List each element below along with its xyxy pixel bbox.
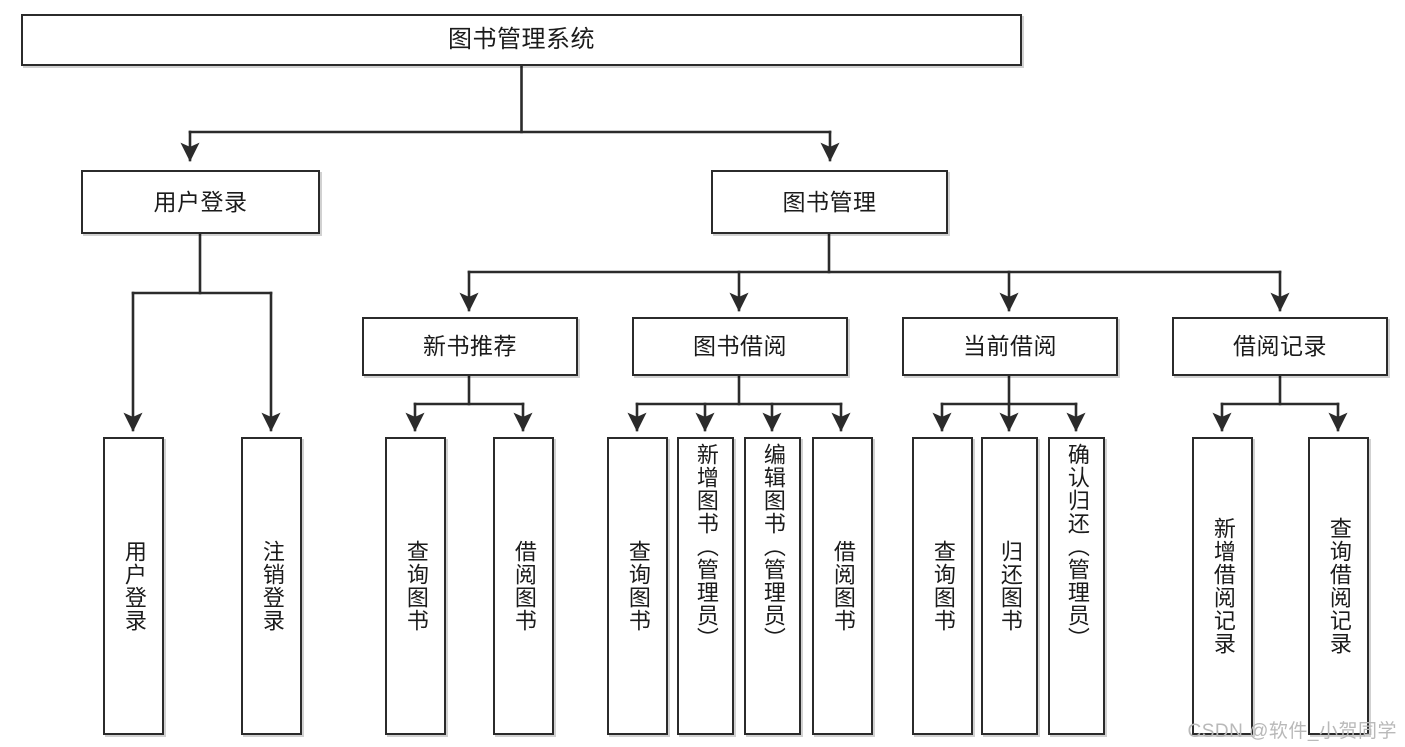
leaf-user-login[interactable]: 用户登录 (103, 437, 164, 735)
node-label: 确认归还（管理员） (1064, 443, 1090, 650)
leaf-query-book-current[interactable]: 查询图书 (912, 437, 973, 735)
node-label: 用户登录 (121, 540, 147, 632)
node-label: 归还图书 (997, 540, 1023, 632)
node-book-borrow[interactable]: 图书借阅 (632, 317, 848, 376)
node-label: 查询图书 (403, 540, 429, 632)
node-user-login[interactable]: 用户登录 (81, 170, 320, 234)
node-label: 借阅图书 (830, 540, 856, 632)
leaf-query-borrow-record[interactable]: 查询借阅记录 (1308, 437, 1369, 735)
leaf-return-book[interactable]: 归还图书 (981, 437, 1038, 735)
leaf-query-book-borrow[interactable]: 查询图书 (607, 437, 668, 735)
node-label: 新增借阅记录 (1210, 517, 1236, 655)
node-label: 图书管理 (782, 188, 877, 215)
node-label: 用户登录 (153, 188, 248, 215)
node-label: 图书管理系统 (448, 26, 595, 54)
leaf-borrow-book-recommend[interactable]: 借阅图书 (493, 437, 554, 735)
leaf-user-logout[interactable]: 注销登录 (241, 437, 302, 735)
leaf-query-book-recommend[interactable]: 查询图书 (385, 437, 446, 735)
leaf-confirm-return[interactable]: 确认归还（管理员） (1048, 437, 1105, 735)
node-new-book-recommend[interactable]: 新书推荐 (362, 317, 578, 376)
leaf-add-book[interactable]: 新增图书（管理员） (677, 437, 734, 735)
node-current-borrow[interactable]: 当前借阅 (902, 317, 1118, 376)
node-label: 新增图书（管理员） (693, 443, 719, 650)
leaf-add-borrow-record[interactable]: 新增借阅记录 (1192, 437, 1253, 735)
node-label: 当前借阅 (963, 333, 1057, 360)
node-book-management-system[interactable]: 图书管理系统 (21, 14, 1022, 66)
csdn-watermark: CSDN @软件_小贺同学 (1187, 721, 1397, 742)
node-label: 注销登录 (259, 540, 285, 632)
node-label: 查询图书 (930, 540, 956, 632)
node-label: 查询图书 (625, 540, 651, 632)
leaf-edit-book[interactable]: 编辑图书（管理员） (744, 437, 801, 735)
node-book-manage[interactable]: 图书管理 (711, 170, 948, 234)
node-label: 编辑图书（管理员） (760, 443, 786, 650)
node-label: 查询借阅记录 (1326, 517, 1352, 655)
node-label: 借阅图书 (511, 540, 537, 632)
node-label: 新书推荐 (423, 333, 517, 360)
node-borrow-record[interactable]: 借阅记录 (1172, 317, 1388, 376)
node-label: 借阅记录 (1233, 333, 1327, 360)
leaf-borrow-book[interactable]: 借阅图书 (812, 437, 873, 735)
node-label: 图书借阅 (693, 333, 787, 360)
